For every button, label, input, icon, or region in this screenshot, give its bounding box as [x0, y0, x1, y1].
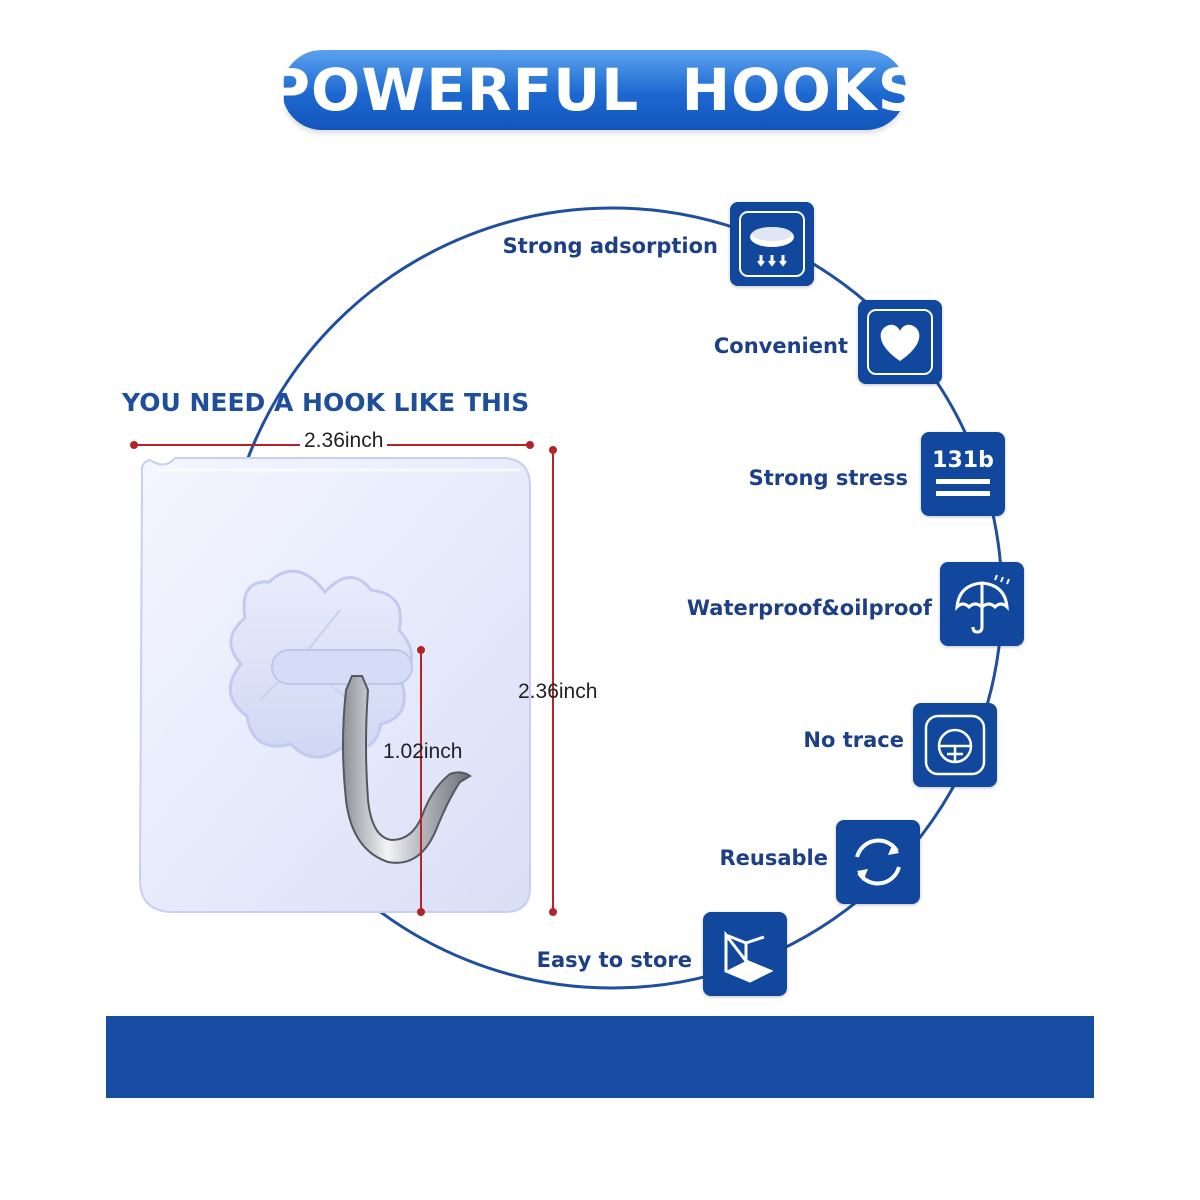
suction-pad-icon — [739, 211, 805, 277]
feature-label-strong-stress: Strong stress — [748, 466, 908, 490]
feature-icon-box-easy-to-store — [703, 912, 787, 996]
dimension-height-label: 2.36inch — [518, 680, 598, 703]
feature-label-convenient: Convenient — [713, 334, 848, 358]
feature-icon-box-convenient — [858, 300, 942, 384]
heart-icon — [867, 309, 933, 375]
dimension-width-label: 2.36inch — [300, 429, 388, 453]
feature-icon-box-no-trace — [913, 703, 997, 787]
weight-text: 131b — [932, 448, 994, 473]
page-title: POWERFUL HOOKS — [267, 56, 921, 124]
feature-label-no-trace: No trace — [803, 728, 904, 752]
feature-label-waterproof: Waterproof&oilproof — [686, 596, 932, 620]
metal-hook — [342, 675, 472, 864]
feature-label-easy-to-store: Easy to store — [536, 948, 692, 972]
feature-icon-box-reusable — [836, 820, 920, 904]
umbrella-icon — [955, 574, 1010, 634]
feature-label-reusable: Reusable — [719, 846, 828, 870]
weight-131b-icon: 131b — [932, 448, 994, 496]
feature-icon-box-waterproof — [940, 562, 1024, 646]
feature-icon-box-strong-adsorption — [730, 202, 814, 286]
feature-icon-box-strong-stress: 131b — [921, 432, 1005, 516]
feature-label-strong-adsorption: Strong adsorption — [502, 234, 718, 258]
no-trace-icon — [924, 714, 986, 776]
dimension-hook-label: 1.02inch — [383, 740, 463, 763]
title-banner: POWERFUL HOOKS — [268, 50, 920, 130]
bottom-banner — [106, 1016, 1094, 1098]
section-headline: YOU NEED A HOOK LIKE THIS — [122, 388, 530, 417]
recycle-arrows-icon — [855, 838, 901, 886]
storage-box-icon — [724, 930, 774, 983]
